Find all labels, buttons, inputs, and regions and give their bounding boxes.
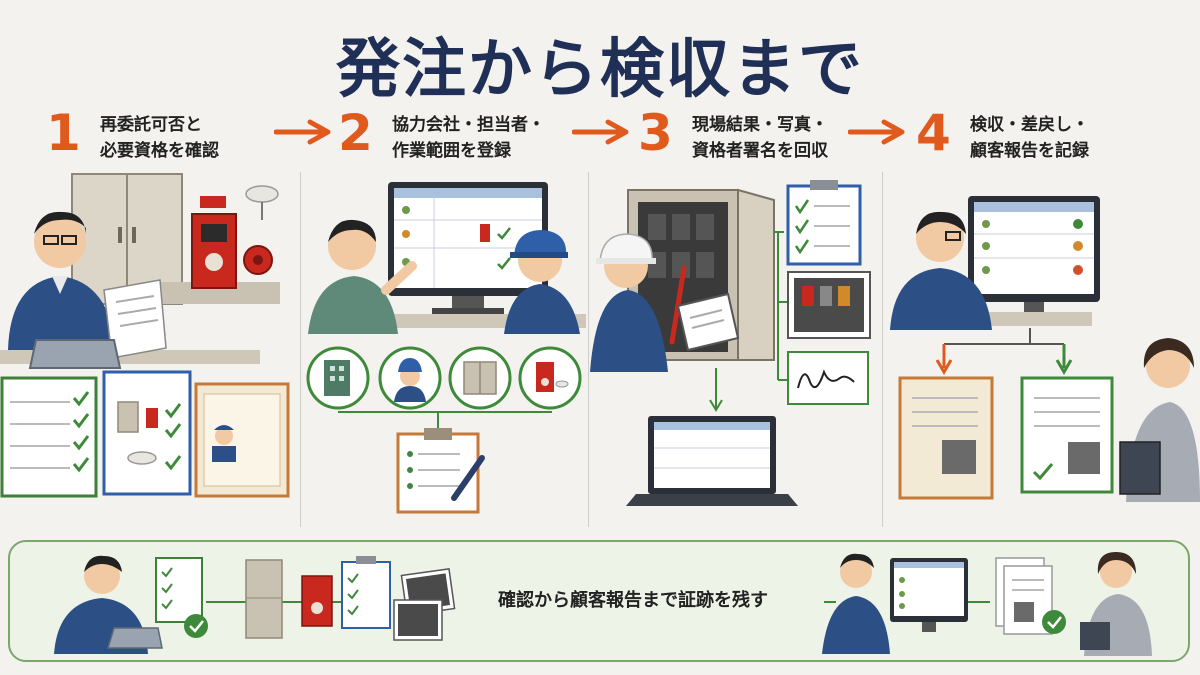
page-title: 発注から検収まで <box>336 33 864 107</box>
step-3-label-line1: 現場結果・写真・ <box>692 115 828 135</box>
site-photos-icon <box>393 568 456 641</box>
evidence-summary-band: 確認から顧客報告まで証跡を残す <box>8 540 1190 662</box>
column-divider <box>588 172 589 527</box>
step-4-label-line2: 顧客報告を記録 <box>970 141 1089 161</box>
customer-woman-icon <box>1119 338 1200 502</box>
step-arrow-2-3 <box>572 119 629 145</box>
manager-laptop-icon <box>54 555 163 654</box>
technician-helmet-icon <box>504 230 580 334</box>
checklist-clipboard-icon <box>786 180 862 266</box>
step-3-header: 3 現場結果・写真・ 資格者署名を回収 <box>638 102 878 172</box>
step-2-illustration <box>300 172 588 527</box>
fire-alarm-panel-icon <box>301 575 333 627</box>
worker-pointing-icon <box>308 219 417 334</box>
tablet-report-icon <box>676 292 740 352</box>
step-4-illustration <box>882 172 1200 527</box>
step-arrow-3-4 <box>848 119 905 145</box>
step-3-label: 現場結果・写真・ 資格者署名を回収 <box>692 112 892 164</box>
alarm-bell-icon <box>243 245 273 275</box>
clipboard-icon <box>396 428 480 514</box>
site-photo-icon <box>787 271 871 339</box>
step-2-label-line1: 協力会社・担当者・ <box>392 115 545 135</box>
checklist-card-icon <box>0 376 98 498</box>
cabinet-icon <box>448 346 512 410</box>
signature-card-icon <box>787 351 869 405</box>
step-arrow-1-2 <box>274 119 331 145</box>
column-divider <box>882 172 883 527</box>
step-4-header: 4 検収・差戻し・ 顧客報告を記録 <box>916 102 1176 172</box>
step-2-number: 2 <box>338 104 373 162</box>
step-1-header: 1 再委託可否と 必要資格を確認 <box>46 102 286 172</box>
clipboard-icon <box>341 556 391 629</box>
laptop-icon <box>28 339 122 369</box>
step-1-label-line1: 再委託可否と <box>100 115 202 135</box>
step-4-number: 4 <box>916 104 951 162</box>
evidence-caption: 確認から顧客報告まで証跡を残す <box>498 590 768 611</box>
step-3-label-line2: 資格者署名を回収 <box>692 141 828 161</box>
monitor-icon <box>388 182 548 314</box>
operator-monitor-icon <box>822 553 968 654</box>
manager-thinking-icon <box>890 211 992 330</box>
customer-woman-icon <box>1080 552 1152 656</box>
fire-alarm-panel-icon <box>518 346 582 410</box>
step-2-label: 協力会社・担当者・ 作業範囲を登録 <box>392 112 592 164</box>
pen-icon <box>451 455 485 501</box>
step-3-illustration <box>588 172 882 527</box>
cabinet-icon <box>245 559 283 639</box>
monitor-icon <box>968 196 1100 312</box>
checklist-icon <box>155 557 208 638</box>
technician-hardhat-icon <box>590 233 668 372</box>
returned-report-icon <box>898 376 994 500</box>
company-building-icon <box>306 346 370 410</box>
column-divider <box>300 172 301 527</box>
report-documents-icon <box>995 557 1066 635</box>
manager-reading-document-icon <box>8 211 116 350</box>
laptop-icon <box>626 416 798 506</box>
smoke-detector-icon <box>245 185 279 220</box>
step-1-label-line2: 必要資格を確認 <box>100 141 219 161</box>
step-2-label-line2: 作業範囲を登録 <box>392 141 511 161</box>
step-4-label-line1: 検収・差戻し・ <box>970 115 1089 135</box>
equipment-card-icon <box>102 370 192 496</box>
step-2-header: 2 協力会社・担当者・ 作業範囲を登録 <box>338 102 578 172</box>
accepted-report-icon <box>1020 376 1114 494</box>
step-4-label: 検収・差戻し・ 顧客報告を記録 <box>970 112 1170 164</box>
step-1-illustration <box>0 172 300 527</box>
fire-alarm-panel-icon <box>191 196 237 289</box>
step-1-label: 再委託可否と 必要資格を確認 <box>100 112 300 164</box>
step-1-number: 1 <box>46 104 81 162</box>
technician-avatar-icon <box>378 346 442 410</box>
document-icon <box>103 279 167 359</box>
step-3-number: 3 <box>638 104 673 162</box>
qualification-card-icon <box>194 382 290 498</box>
